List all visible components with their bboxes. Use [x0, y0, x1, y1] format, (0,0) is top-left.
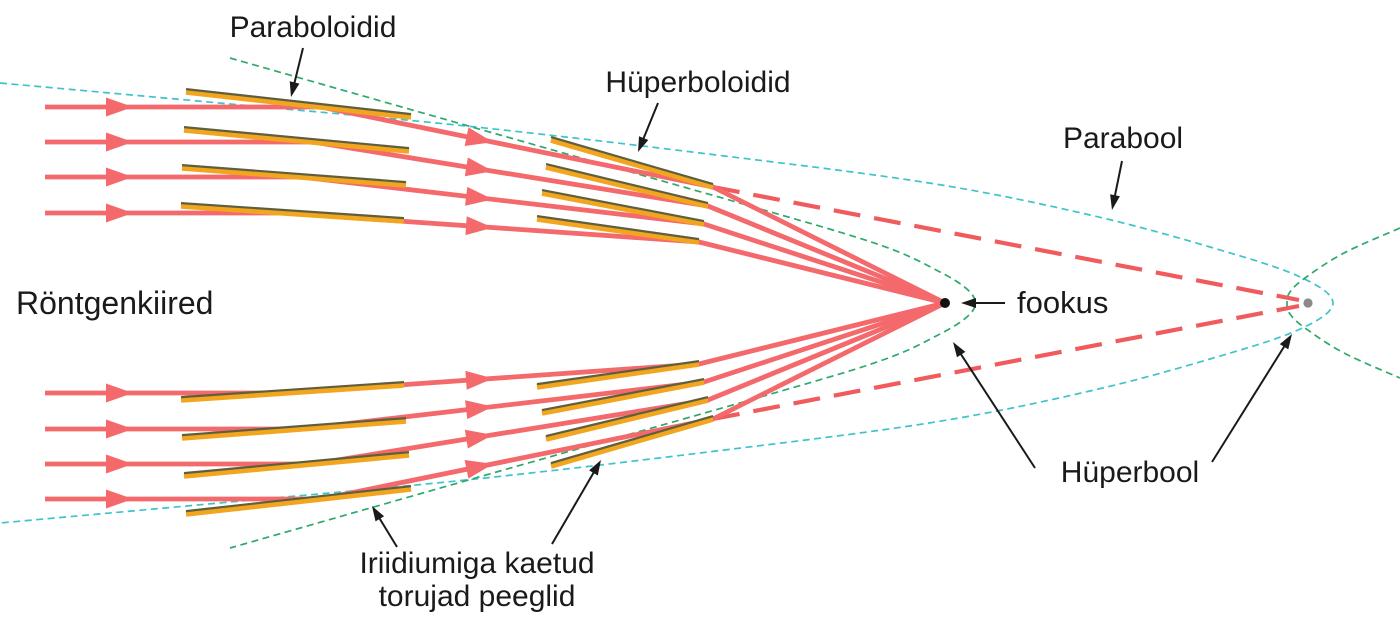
- hyperboloid-mirror-edge: [550, 136, 714, 186]
- paraboloid-mirror: [180, 203, 405, 224]
- paraboloids-arrow-line: [292, 47, 304, 89]
- paraboloid-mirror-edge: [180, 202, 405, 220]
- x-ray-arrowhead: [465, 400, 493, 420]
- hyperboloid-mirror: [541, 379, 705, 416]
- hyperboloid-mirror: [536, 361, 700, 390]
- paraboloid-mirror-edge: [183, 451, 410, 475]
- x-ray-arrowhead: [464, 127, 493, 147]
- mirrors-arrow-left-line: [375, 513, 398, 548]
- x-ray-arrowhead: [465, 186, 493, 206]
- hyperboloid-mirror: [541, 190, 705, 227]
- x-ray-beam: [45, 300, 947, 502]
- mirrors-layer: [180, 88, 714, 517]
- x-ray-arrowhead: [465, 370, 493, 390]
- paraboloid-mirror: [185, 486, 412, 517]
- mirrors-arrow-right-line: [551, 467, 598, 545]
- paraboloid-mirror: [183, 127, 410, 154]
- x-ray-arrowhead: [106, 489, 133, 509]
- paraboloid-mirror-edge: [185, 485, 412, 513]
- x-ray-arrowhead: [106, 454, 133, 474]
- hyperboloid-mirror: [536, 216, 700, 245]
- hyperbola-right-branch-curve: [1286, 227, 1400, 379]
- x-ray-beam: [45, 139, 946, 306]
- paraboloid-mirror-edge: [185, 88, 412, 116]
- leader-arrows-layer: [289, 47, 1292, 548]
- paraboloid-mirror: [181, 418, 407, 441]
- hyperboloid-mirror-edge: [541, 189, 705, 223]
- paraboloids-arrow-head: [289, 81, 300, 97]
- hyperboloids-arrow-line: [640, 102, 659, 145]
- labels-layer: Paraboloidid Hüperboloidid Parabool Rönt…: [16, 11, 1199, 613]
- label-parabola: Parabool: [1063, 122, 1183, 155]
- hyperboloid-mirror-edge: [545, 163, 709, 205]
- hyperbola-left-branch-curve: [229, 57, 976, 549]
- label-mirrors-line2: torujad peeglid: [379, 580, 576, 613]
- label-hyperboloids: Hüperboloidid: [605, 66, 790, 99]
- hyperboloid-mirror-edge: [536, 360, 700, 386]
- virtual-ray-dashed: [712, 184, 1300, 303]
- hyperboloid-mirror-edge: [536, 215, 700, 241]
- hyperboloid-mirror-edge: [541, 378, 705, 412]
- x-ray-arrowhead: [106, 383, 133, 403]
- label-paraboloids: Paraboloidid: [230, 11, 397, 44]
- label-xrays: Röntgenkiired: [16, 285, 213, 321]
- virtual-focus-dot: [1303, 298, 1313, 308]
- x-ray-arrowhead: [106, 419, 133, 439]
- paraboloid-mirror: [181, 165, 407, 188]
- paraboloid-mirror-edge: [183, 126, 410, 150]
- x-ray-beam: [45, 174, 946, 306]
- x-ray-arrowhead: [106, 132, 133, 152]
- focus-dot: [940, 298, 950, 308]
- parabola-arrow-line: [1112, 160, 1123, 202]
- virtual-ray-dashed: [712, 303, 1300, 422]
- x-ray-arrowhead: [464, 429, 493, 449]
- x-ray-arrowhead: [464, 157, 493, 177]
- hyperboloid-mirror: [550, 137, 714, 190]
- focus-dots-layer: [940, 298, 1313, 308]
- focus-arrow-head: [961, 298, 976, 308]
- hyperboloid-mirror: [550, 416, 714, 469]
- paraboloid-mirror-edge: [181, 164, 407, 184]
- hyperboloid-mirror: [545, 397, 709, 442]
- label-mirrors-line1: Iriidiumiga kaetud: [359, 547, 594, 580]
- paraboloid-mirror: [185, 89, 412, 120]
- mirrors-arrow-right-head: [589, 460, 601, 476]
- hyperboloid-mirror-edge: [550, 415, 714, 465]
- hyperboloid-mirror: [545, 164, 709, 209]
- paraboloid-mirror: [180, 382, 405, 403]
- x-ray-arrowhead: [106, 203, 133, 223]
- paraboloid-mirror-edge: [181, 417, 407, 437]
- hyperbola-arrow-left-head: [953, 342, 966, 358]
- x-ray-arrowhead: [106, 97, 133, 117]
- label-focus: fookus: [1017, 285, 1108, 320]
- virtual-rays-layer: [712, 184, 1300, 422]
- label-hyperbola: Hüperbool: [1061, 456, 1199, 489]
- hyperboloid-mirror-edge: [545, 396, 709, 438]
- hyperbola-arrow-right-line: [1211, 341, 1289, 463]
- x-ray-arrowhead: [465, 216, 493, 236]
- paraboloid-mirror-edge: [180, 381, 405, 399]
- hyperboloids-arrow-head: [638, 136, 649, 152]
- hyperbola-arrow-left-line: [957, 348, 1036, 469]
- x-ray-arrowhead: [464, 459, 493, 479]
- x-ray-beam: [45, 104, 947, 306]
- parabola-curve: [0, 82, 1334, 524]
- parabola-arrow-head: [1110, 194, 1120, 210]
- xray-beams-layer: [45, 97, 947, 509]
- hyperbola-arrow-right-head: [1279, 334, 1292, 350]
- paraboloid-mirror: [183, 452, 410, 479]
- x-ray-beam: [45, 300, 946, 432]
- x-ray-beam: [45, 300, 946, 467]
- x-ray-arrowhead: [106, 167, 133, 187]
- mirrors-arrow-left-head: [372, 506, 385, 522]
